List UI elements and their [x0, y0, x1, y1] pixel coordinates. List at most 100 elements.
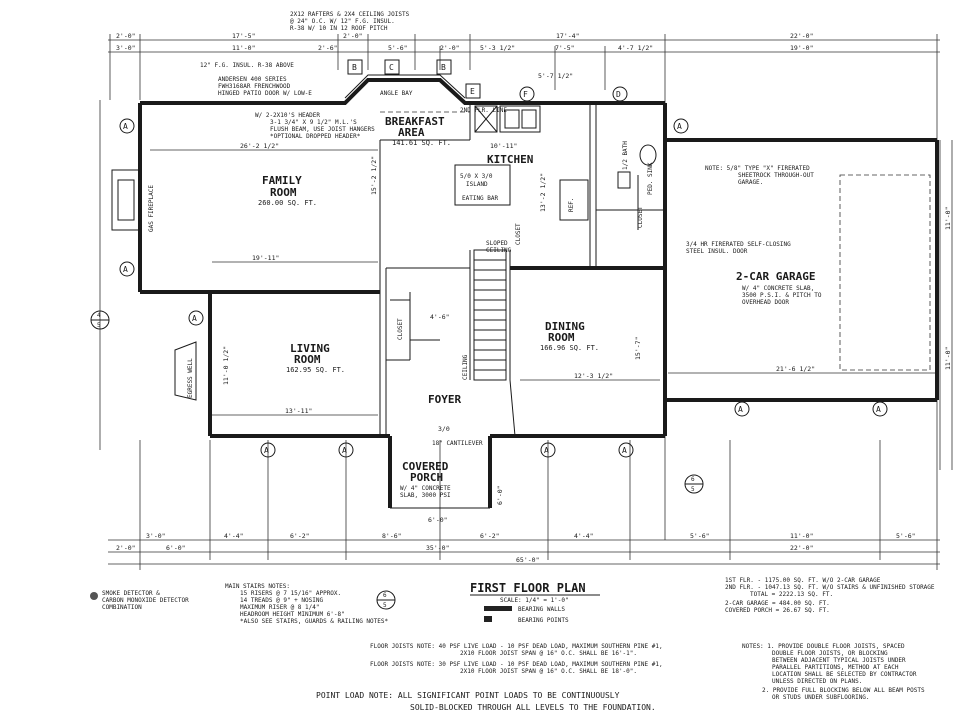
dim-porch-h: 6'-0"	[496, 485, 504, 505]
dim-bot1: 4'-4"	[574, 532, 594, 540]
beam-note-line: 3-1 3/4" X 9 1/2" M.L.'S	[270, 119, 357, 126]
door-note-line: ANDERSEN 400 SERIES	[218, 76, 287, 83]
slab-note-line: W/ 4" CONCRETE SLAB,	[742, 285, 814, 292]
window-tag-a: A	[192, 314, 197, 323]
window-tag-d: D	[616, 90, 621, 99]
dim-bot1: 3'-0"	[146, 532, 166, 540]
stairs-notes: MAIN STAIRS NOTES: 15 RISERS @ 7 15/16" …	[225, 583, 388, 625]
joist-note-line: 2X10 FLOOR JOIST SPAN @ 16" O.C. SHALL B…	[460, 650, 637, 657]
dim-top2: 5'-3 1/2"	[480, 44, 515, 52]
section-marker-top: 6	[383, 592, 387, 599]
dim-bot2: 2'-0"	[116, 544, 136, 552]
general-note-line: DOUBLE FLOOR JOISTS, OR BLOCKING	[772, 650, 888, 657]
dim-top2: 3'-0"	[116, 44, 136, 52]
window-tag-c: C	[389, 63, 394, 72]
fireplace-label: GAS FIREPLACE	[148, 185, 155, 232]
garage-sheetrock-notes: NOTE: 5/8" TYPE "X" FIRERATED SHEETROCK …	[705, 165, 814, 186]
general-note-line: 2. PROVIDE FULL BLOCKING BELOW ALL BEAM …	[762, 687, 925, 694]
sheetrock-note-line: NOTE: 5/8" TYPE "X" FIRERATED	[705, 165, 810, 172]
family-room-name: FAMILY	[262, 174, 302, 187]
window-tag-a: A	[264, 446, 269, 455]
porch-name: COVERED	[402, 460, 449, 473]
bearing-points-swatch	[484, 616, 492, 622]
dim-garage-w: 21'-6 1/2"	[776, 365, 815, 373]
interior-dimensions: 26'-2 1/2" 19'-11" 13'-11" 12'-3 1/2" 21…	[150, 72, 935, 524]
window-tag-a: A	[544, 446, 549, 455]
main-stairs	[473, 249, 507, 381]
beam-note-line: W/ 2-2X10'S HEADER	[255, 112, 320, 119]
section-marker-top: 6	[691, 476, 695, 483]
roof-note-line: @ 24" O.C. W/ 12" F.G. INSUL.	[290, 18, 395, 25]
egress-label: EGRESS WELL	[187, 358, 194, 398]
roof-note-line: R-38 W/ 10 IN 12 ROOF PITCH	[290, 25, 388, 32]
dim-family-bot: 19'-11"	[252, 254, 279, 262]
section-marker-bottom: 5	[691, 486, 695, 493]
joist-note-line: FLOOR JOISTS NOTE: 30 PSF LIVE LOAD - 10…	[370, 661, 663, 668]
door-note-line: HINGED PATIO DOOR W/ LOW-E	[218, 90, 312, 97]
window-tag-b: B	[352, 63, 357, 72]
window-tag-a: A	[123, 265, 128, 274]
area-summary: 1ST FLR. - 1175.00 SQ. FT. W/O 2-CAR GAR…	[725, 577, 935, 614]
ref-label: REF.	[568, 198, 575, 212]
bay-window-tags: B C B	[347, 59, 452, 75]
room-living: LIVING ROOM 162.95 SQ. FT.	[286, 342, 345, 374]
joist-note-line: FLOOR JOISTS NOTE: 40 PSF LIVE LOAD - 10…	[370, 643, 663, 650]
ceiling-label: CEILING	[462, 354, 469, 380]
dim-top1: 22'-0"	[790, 32, 813, 40]
breakfast-name-2: AREA	[398, 126, 425, 139]
dining-room-name-2: ROOM	[548, 331, 575, 344]
bearing-walls-label: BEARING WALLS	[518, 606, 565, 613]
dim-bot1: 6'-2"	[290, 532, 310, 540]
general-note-line: OR STUDS UNDER SUBFLOORING.	[772, 694, 870, 701]
living-room-name: LIVING	[290, 342, 330, 355]
dim-top1: 2'-0"	[343, 32, 363, 40]
family-room-name-2: ROOM	[270, 186, 297, 199]
drawing-title: FIRST FLOOR PLAN	[470, 581, 586, 595]
cantilever-label: 18" CANTILEVER	[432, 440, 483, 447]
kitchen-name: KITCHEN	[487, 153, 533, 166]
top-dimensions-row1: 2'-0" 17'-5" 2'-0" 17'-4" 22'-0"	[116, 32, 813, 40]
stairs-note-line: MAIN STAIRS NOTES:	[225, 583, 290, 590]
gas-fireplace: GAS FIREPLACE	[111, 169, 155, 232]
door-note-line: FWH3168AR FRENCHWOOD	[218, 83, 291, 90]
beam-note-line: *OPTIONAL DROPPED HEADER*	[270, 133, 361, 140]
closet-label: CLOSET	[515, 223, 522, 245]
smoke-note: COMBINATION	[102, 604, 142, 611]
section-marker: 6 5	[376, 590, 396, 610]
window-tag-a: A	[342, 446, 347, 455]
window-tag-a: A	[738, 405, 743, 414]
dim-breakfast-w: 5'-7 1/2"	[538, 72, 573, 80]
angle-bay-label: ANGLE BAY	[380, 90, 413, 97]
bottom-dimensions-row2: 2'-0" 6'-0" 35'-0" 22'-0"	[116, 544, 813, 552]
section-marker-bottom: 5	[97, 322, 101, 329]
section-marker: 6 5	[684, 474, 704, 494]
closet-label-bath: CLOSET	[637, 206, 644, 228]
joist-note-line: 2X10 FLOOR JOIST SPAN @ 16" O.C. SHALL B…	[460, 668, 637, 675]
roof-note-line: 2X12 RAFTERS & 2X4 CEILING JOISTS	[290, 11, 410, 18]
window-tag-a: A	[123, 122, 128, 131]
smoke-detector-icon	[90, 592, 98, 600]
section-marker-top: 4	[97, 312, 101, 319]
drawing-scale: SCALE: 1/4" = 1'-0"	[500, 597, 569, 604]
kitchen-island: 5/0 X 3/0 ISLAND EATING BAR	[454, 164, 511, 206]
window-a-tags: A A A A A A A A A A	[119, 118, 888, 458]
point-load-line: SOLID-BLOCKED THROUGH ALL LEVELS TO THE …	[410, 703, 656, 712]
exterior-walls	[138, 78, 939, 509]
room-dining: DINING ROOM 166.96 SQ. FT.	[540, 320, 599, 352]
dim-top1: 17'-4"	[556, 32, 579, 40]
floor-joist-notes: FLOOR JOISTS NOTE: 40 PSF LIVE LOAD - 10…	[370, 643, 663, 675]
dim-top2: 2'-0"	[440, 44, 460, 52]
eating-bar-label: EATING BAR	[462, 195, 499, 202]
island-size: 5/0 X 3/0	[460, 173, 493, 180]
garage-name: 2-CAR GARAGE	[736, 270, 815, 283]
dim-family-w: 26'-2 1/2"	[240, 142, 279, 150]
breakfast-name: BREAKFAST	[385, 115, 445, 128]
area-line: 2-CAR GARAGE = 484.00 SQ. FT.	[725, 600, 830, 607]
garage-door-header	[839, 174, 931, 371]
smoke-detector-legend: SMOKE DETECTOR & CARBON MONOXIDE DETECTO…	[90, 590, 189, 611]
coat-closet-label: CLOSET	[397, 318, 404, 340]
window-tag-a: A	[677, 122, 682, 131]
point-load-line: POINT LOAD NOTE: ALL SIGNIFICANT POINT L…	[316, 691, 620, 700]
dim-right: 11'-0"	[944, 207, 952, 230]
dining-room-name: DINING	[545, 320, 585, 333]
